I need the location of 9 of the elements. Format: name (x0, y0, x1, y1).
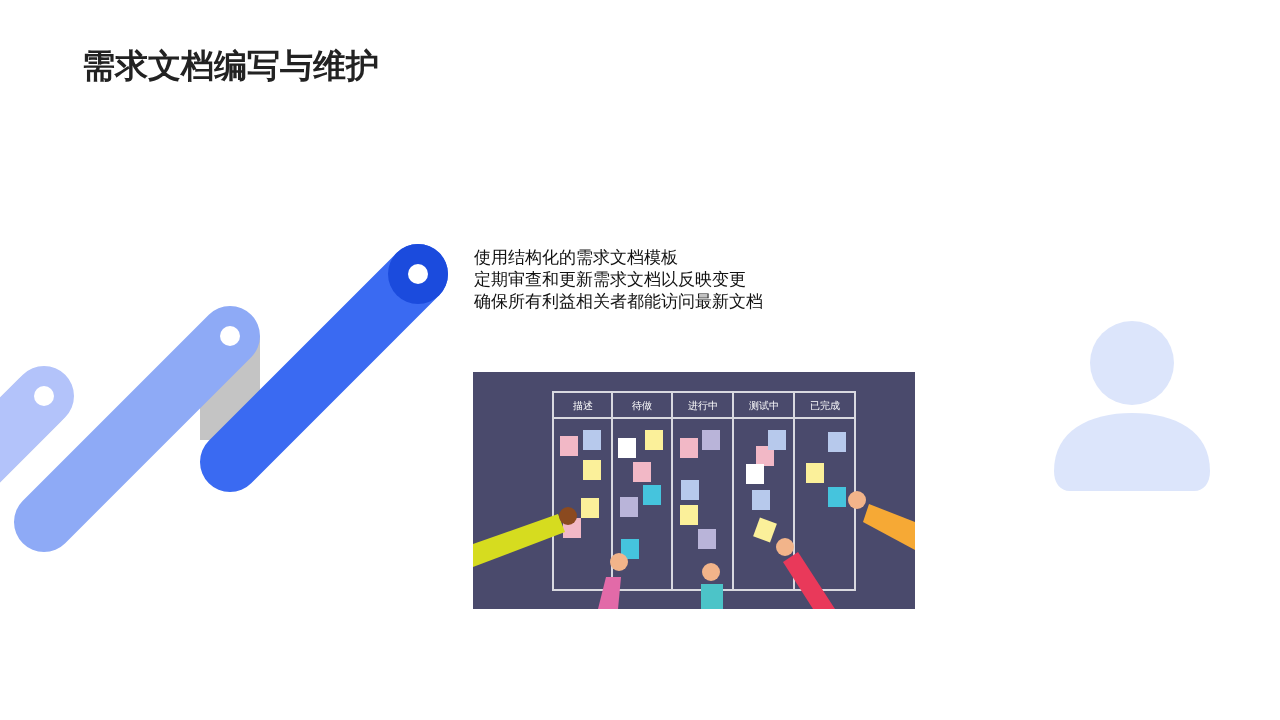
column-header: 待做 (631, 399, 653, 413)
bullet-text: 使用结构化的需求文档模板 (474, 246, 678, 269)
slide-title: 需求文档编写与维护 (82, 45, 379, 87)
column-header: 测试中 (747, 399, 780, 413)
column-header: 已完成 (808, 399, 841, 413)
bullet-text: 确保所有利益相关者都能访问最新文档 (474, 290, 763, 313)
column-header: 进行中 (686, 399, 719, 413)
bullet-text: 定期审查和更新需求文档以反映变更 (474, 268, 746, 291)
column-header: 描述 (571, 399, 594, 413)
